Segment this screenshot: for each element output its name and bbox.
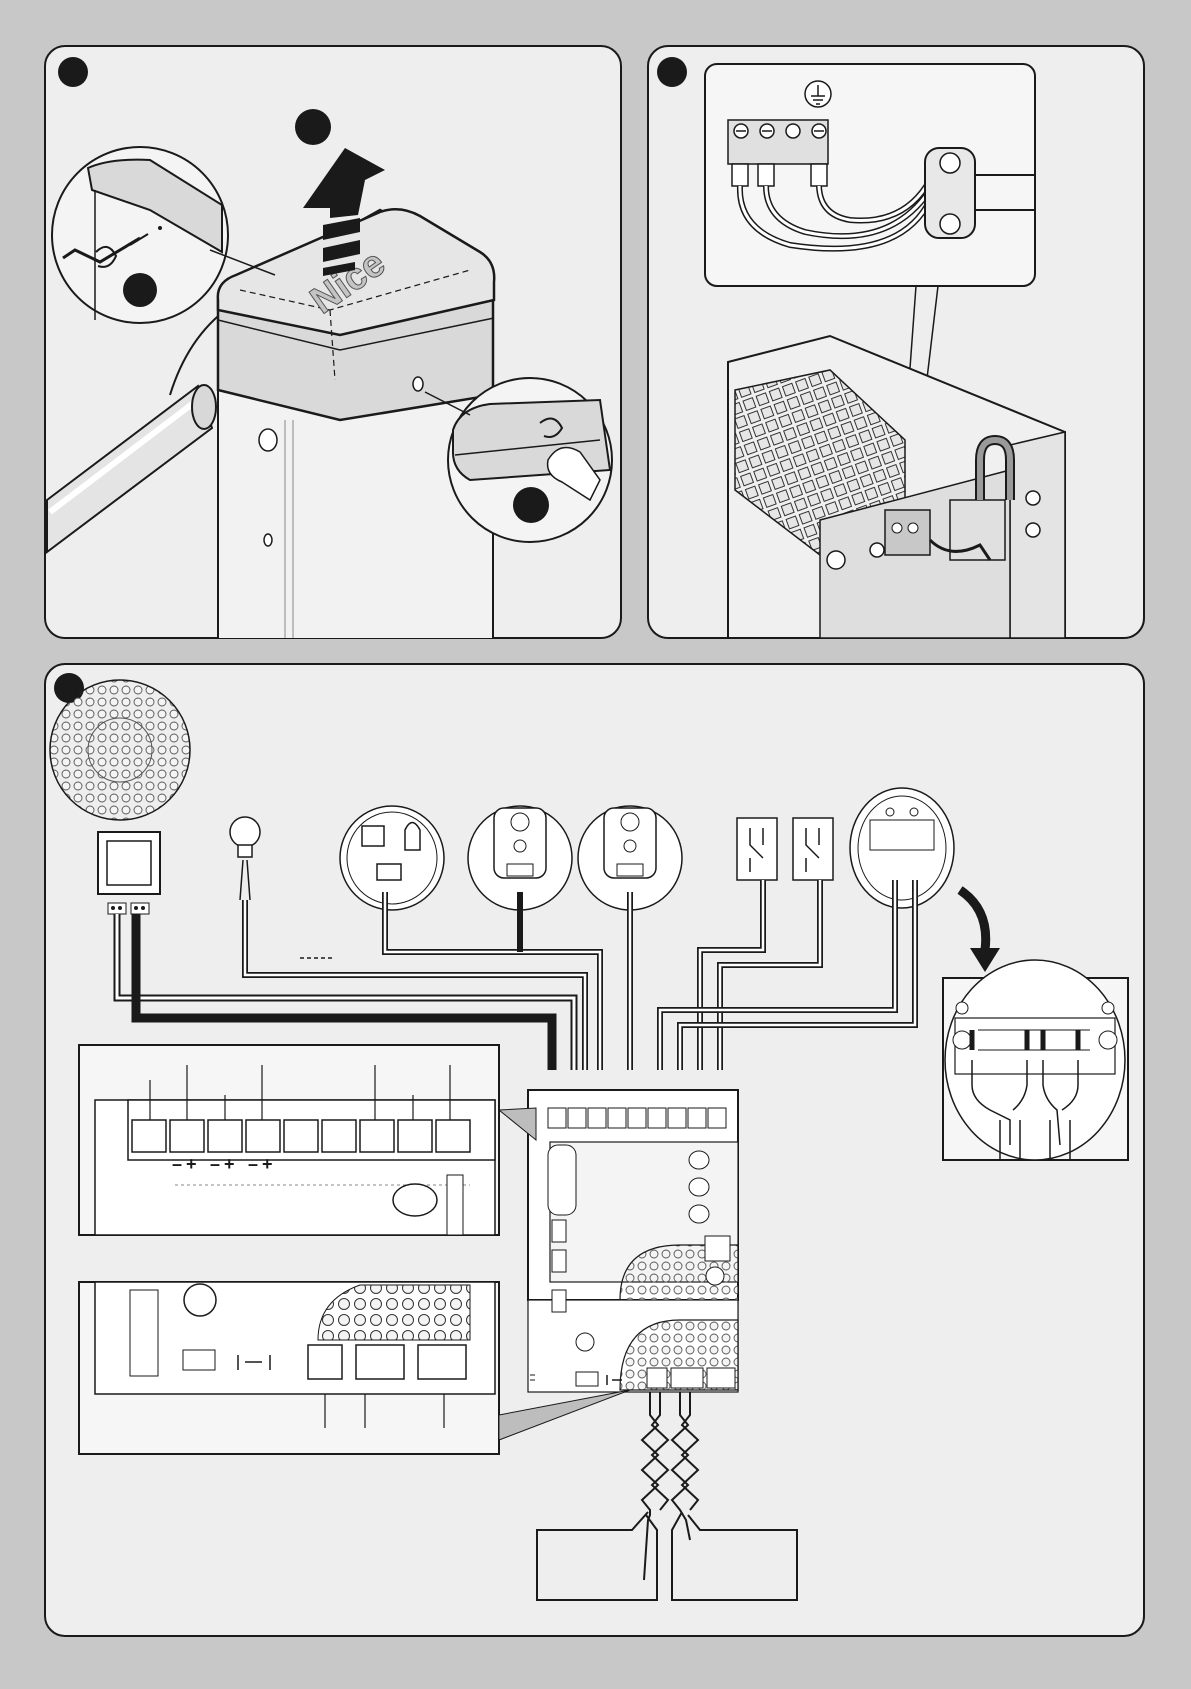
board-bottom-terminals <box>647 1368 735 1388</box>
post-hole <box>259 429 277 451</box>
panel-1-cover-removal: Nice <box>45 46 621 638</box>
polarity-minus: – <box>248 1154 258 1174</box>
polarity-minus: – <box>172 1154 182 1174</box>
control-board <box>528 1090 738 1392</box>
key-selector-icon <box>850 788 954 908</box>
step-badge-icon <box>58 57 88 87</box>
switch-icon <box>737 818 777 880</box>
photocell-icon <box>340 806 444 910</box>
polarity-plus: + <box>262 1154 273 1174</box>
cover-screw <box>413 377 423 391</box>
step-badge-icon <box>123 273 157 307</box>
power-terminal-block <box>885 510 930 555</box>
step-badge-icon <box>513 487 549 523</box>
board-top-terminals <box>548 1108 726 1128</box>
polarity-minus: – <box>210 1154 220 1174</box>
polarity-plus: + <box>186 1154 197 1174</box>
panel-3-wiring-diagram: – + – + – + <box>45 664 1144 1636</box>
switch-icon <box>793 818 833 880</box>
top-terminals-inset: – + – + – + <box>79 1045 536 1235</box>
panel-2-power-connection <box>648 46 1144 638</box>
step-badge-icon <box>295 109 331 145</box>
polarity-plus: + <box>224 1154 235 1174</box>
key-selector-detail-inset <box>943 960 1128 1160</box>
step-badge-icon <box>657 57 687 87</box>
